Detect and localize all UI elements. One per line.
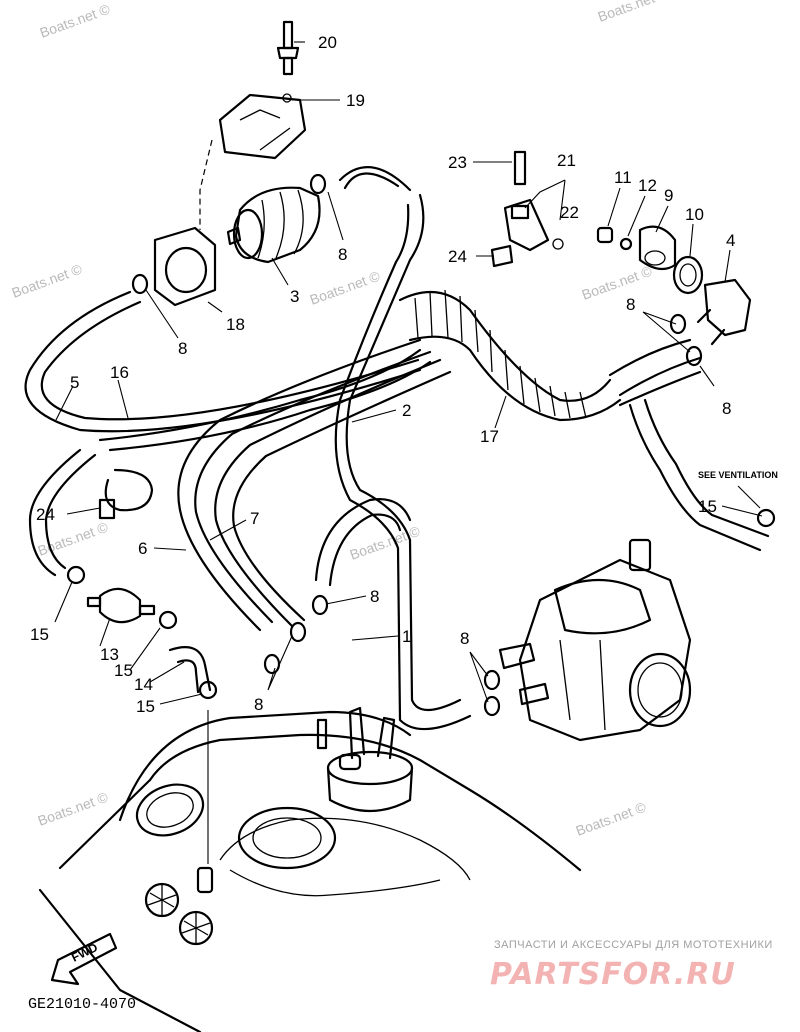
callout-15-right: 15 xyxy=(698,497,717,516)
fwd-direction-marker: FWD xyxy=(50,932,118,986)
watermark: Boats.net © xyxy=(308,267,383,307)
clamp-15-parts xyxy=(66,508,776,700)
see-ventilation-note: SEE VENTILATION xyxy=(698,470,778,480)
fuel-pump-unit xyxy=(316,706,414,813)
throttle-body xyxy=(498,538,692,742)
hose-6-7 xyxy=(177,338,452,632)
fuel-tank xyxy=(38,710,582,1032)
bracket-19 xyxy=(199,93,307,230)
callout-21: 21 xyxy=(557,151,576,170)
small-parts-11-12 xyxy=(596,226,633,251)
callout-4: 4 xyxy=(726,231,735,250)
fuel-filter xyxy=(226,186,321,264)
callout-12: 12 xyxy=(638,176,657,195)
callout-18: 18 xyxy=(226,315,245,334)
valve-13 xyxy=(86,587,156,624)
watermark: Boats.net © xyxy=(10,260,85,300)
gasket-10 xyxy=(672,255,704,295)
cap-9 xyxy=(638,225,677,271)
callout-8-throttle: 8 xyxy=(460,629,469,648)
watermark: Boats.net © xyxy=(580,262,655,302)
watermark: Boats.net © xyxy=(348,522,423,562)
callout-24-left: 24 xyxy=(36,505,55,524)
callout-8-filter: 8 xyxy=(338,245,347,264)
callout-22: 22 xyxy=(560,203,579,222)
clip-8-parts xyxy=(131,173,703,717)
callout-14: 14 xyxy=(134,675,153,694)
callout-13: 13 xyxy=(100,645,119,664)
watermark: Boats.net © xyxy=(38,0,113,40)
bolt-20 xyxy=(276,20,300,76)
brand-logo: ЗАПЧАСТИ И АКСЕССУАРЫ ДЛЯ МОТОТЕХНИКИ PA… xyxy=(490,939,773,992)
callout-16: 16 xyxy=(110,363,129,382)
diagram-code: GE21010-4070 xyxy=(28,996,136,1013)
hose-2 xyxy=(334,166,472,731)
callout-7: 7 xyxy=(250,509,259,528)
callout-15-lower: 15 xyxy=(136,697,155,716)
callout-1: 1 xyxy=(402,627,411,646)
callout-10: 10 xyxy=(685,205,704,224)
callout-8-left: 8 xyxy=(178,339,187,358)
leader-lines xyxy=(54,41,763,864)
hose-1 xyxy=(314,498,412,587)
brand-wordmark: PARTSFOR.RU xyxy=(490,957,736,992)
callout-17: 17 xyxy=(480,427,499,446)
bracket-21 xyxy=(490,150,564,268)
callout-8-right-upper: 8 xyxy=(626,295,635,314)
watermark: Boats.net © xyxy=(574,798,649,838)
callout-6: 6 xyxy=(138,539,147,558)
watermark: Boats.net © xyxy=(36,788,111,828)
callout-15-left: 15 xyxy=(30,625,49,644)
callout-24-upper: 24 xyxy=(448,247,467,266)
hose-14 xyxy=(168,646,212,694)
callout-8-lower: 8 xyxy=(254,695,263,714)
callout-15-mid: 15 xyxy=(114,661,133,680)
callout-9: 9 xyxy=(664,186,673,205)
callout-23: 23 xyxy=(448,153,467,172)
callout-8-center: 8 xyxy=(370,587,379,606)
watermark: Boats.net © xyxy=(596,0,671,25)
filter-holder-18 xyxy=(153,226,217,307)
hose-16 xyxy=(98,348,432,452)
callout-20: 20 xyxy=(318,33,337,52)
fitting-4 xyxy=(696,278,752,346)
hose-to-ventilation xyxy=(628,398,770,552)
hose-5 xyxy=(24,290,422,433)
callout-3: 3 xyxy=(290,287,299,306)
corrugated-hose-17 xyxy=(398,289,702,422)
brand-tagline: ЗАПЧАСТИ И АКСЕССУАРЫ ДЛЯ МОТОТЕХНИКИ xyxy=(494,939,773,951)
callout-2: 2 xyxy=(402,401,411,420)
callout-19: 19 xyxy=(346,91,365,110)
callout-labels: 20 19 23 21 22 24 11 12 9 10 4 8 8 8 3 1… xyxy=(30,33,778,716)
strap-24-left xyxy=(98,498,116,520)
callout-11: 11 xyxy=(614,168,632,187)
callout-5: 5 xyxy=(70,373,79,392)
callout-8-right-lower: 8 xyxy=(722,399,731,418)
